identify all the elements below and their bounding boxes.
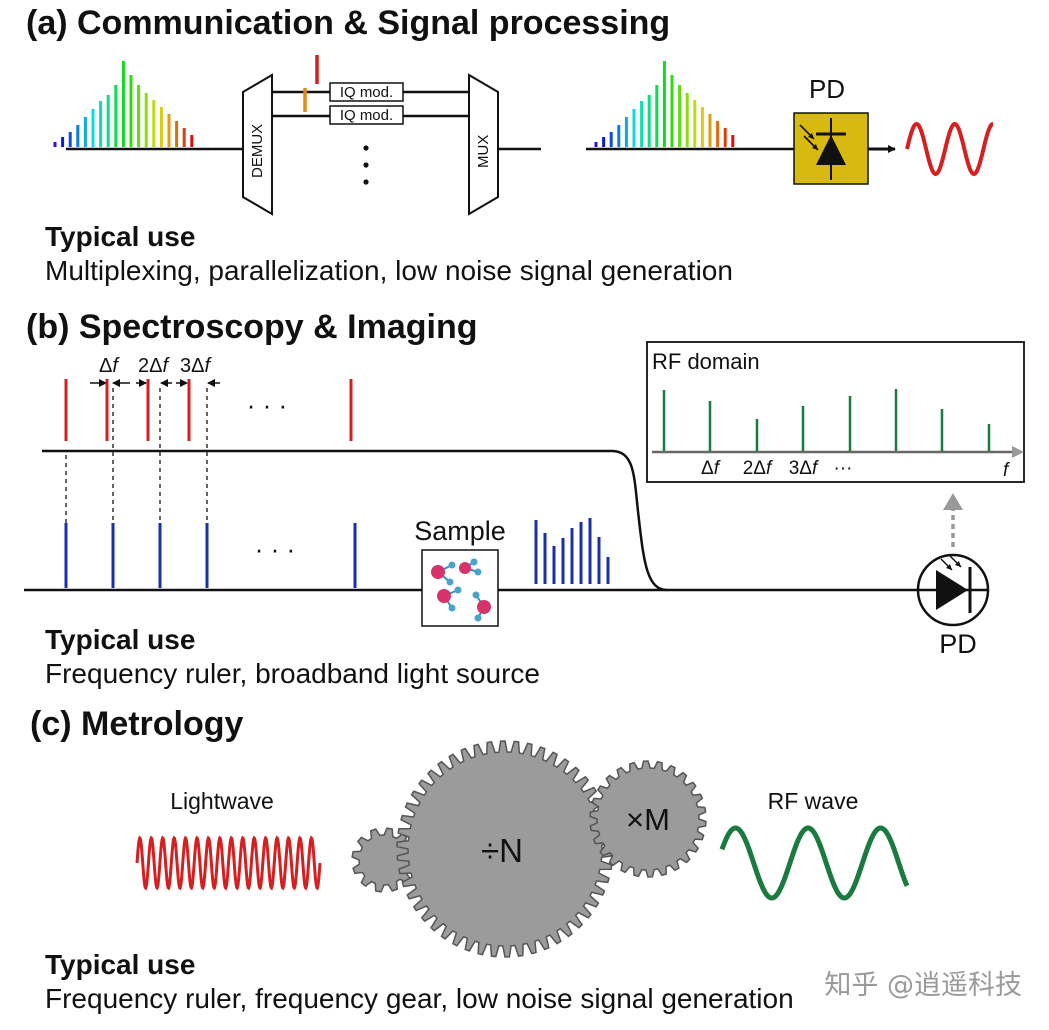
rf-output-wave bbox=[905, 121, 994, 177]
spacing-label-3: 3Δf bbox=[180, 355, 212, 377]
section-a-typical-use-title: Typical use bbox=[45, 221, 195, 252]
watermark: 知乎 @逍遥科技 bbox=[824, 970, 1022, 1001]
reference-comb-ellipsis: · · · bbox=[247, 390, 287, 420]
section-c-heading: (c) Metrology bbox=[30, 705, 244, 743]
diode-triangle bbox=[936, 570, 968, 610]
channel-ellipsis-dot bbox=[363, 162, 369, 168]
frequency-gears: ÷N ×M bbox=[351, 740, 707, 958]
mux-shape bbox=[468, 73, 499, 216]
reference-comb-lines bbox=[64, 379, 353, 441]
comb-spacing-labels: Δf 2Δf 3Δf bbox=[90, 355, 220, 387]
demux-label: DEMUX bbox=[249, 124, 266, 178]
rf-domain-inset: RF domain Δf 2Δf 3Δf ··· f bbox=[646, 341, 1025, 483]
sample-label: Sample bbox=[414, 516, 506, 546]
rf-tick-label-1: Δf bbox=[701, 458, 721, 479]
iq-modulator-2 bbox=[329, 105, 404, 125]
iq-channels: IQ mod. IQ mod. bbox=[272, 55, 469, 185]
lightwave-label: Lightwave bbox=[170, 788, 274, 814]
demux-shape bbox=[242, 73, 273, 216]
section-a-typical-use-text: Multiplexing, parallelization, low noise… bbox=[45, 255, 733, 286]
lightwave-icon bbox=[135, 835, 322, 891]
rf-tick-label-3: 3Δf bbox=[789, 458, 819, 479]
pd-label-b: PD bbox=[939, 629, 977, 659]
multiplier-gear-icon bbox=[589, 760, 707, 878]
section-a-heading: (a) Communication & Signal processing bbox=[26, 4, 670, 42]
channel-ellipsis-dot bbox=[363, 145, 369, 151]
rf-tick-label-2: 2Δf bbox=[743, 458, 773, 479]
photodiode-icon bbox=[799, 118, 846, 180]
fiber-coupler-curve bbox=[611, 449, 668, 592]
detection-arrow-head bbox=[943, 493, 963, 510]
pd-detection: PD bbox=[586, 61, 994, 185]
reference-comb: · · · bbox=[42, 379, 612, 453]
spacing-label-1: Δf bbox=[99, 355, 120, 377]
section-b-heading: (b) Spectroscopy & Imaging bbox=[26, 308, 478, 346]
balanced-photodiode: PD bbox=[916, 553, 990, 659]
section-b-typical-use-title: Typical use bbox=[45, 624, 195, 655]
pd-input-comb-lines bbox=[594, 61, 735, 147]
multiply-label: ×M bbox=[626, 802, 670, 837]
demux-block: DEMUX bbox=[242, 73, 273, 216]
probe-comb-ellipsis: · · · bbox=[255, 534, 295, 564]
section-a: (a) Communication & Signal processing DE… bbox=[26, 4, 994, 286]
spacing-label-2: 2Δf bbox=[138, 355, 170, 377]
rf-wave-label: RF wave bbox=[768, 788, 859, 814]
iq-modulator-2-label: IQ mod. bbox=[340, 107, 393, 124]
sample: Sample bbox=[414, 516, 506, 627]
input-comb-spectrum bbox=[53, 61, 243, 151]
section-b-typical-use-text: Frequency ruler, broadband light source bbox=[45, 658, 540, 689]
iq-modulator-1 bbox=[329, 82, 404, 102]
probe-comb-lines bbox=[64, 523, 357, 588]
absorbed-comb-lines bbox=[534, 518, 610, 584]
rf-axis-label: f bbox=[1003, 460, 1010, 481]
rf-wave-icon bbox=[719, 825, 910, 901]
channel-ellipsis-dot bbox=[363, 179, 369, 185]
divide-label: ÷N bbox=[481, 832, 523, 869]
rf-tick-ellipsis: ··· bbox=[834, 458, 853, 479]
iq-modulator-1-label: IQ mod. bbox=[340, 84, 393, 101]
section-c-typical-use-text: Frequency ruler, frequency gear, low noi… bbox=[45, 983, 794, 1014]
pd-label: PD bbox=[809, 74, 845, 104]
mux-label: MUX bbox=[475, 135, 492, 168]
input-comb-lines bbox=[53, 61, 194, 147]
comb-alignment-guides bbox=[65, 388, 208, 523]
rf-beat-lines bbox=[662, 389, 991, 451]
divider-gear-icon bbox=[396, 740, 614, 958]
section-c-typical-use-title: Typical use bbox=[45, 949, 195, 980]
section-b: (b) Spectroscopy & Imaging Δf 2Δf 3Δf bbox=[24, 308, 1025, 689]
rf-domain-title: RF domain bbox=[652, 349, 760, 374]
mux-block: MUX bbox=[468, 73, 541, 216]
molecule-icon bbox=[431, 558, 491, 622]
section-c: (c) Metrology Lightwave ÷N ×M RF wave Ty… bbox=[30, 705, 910, 1014]
